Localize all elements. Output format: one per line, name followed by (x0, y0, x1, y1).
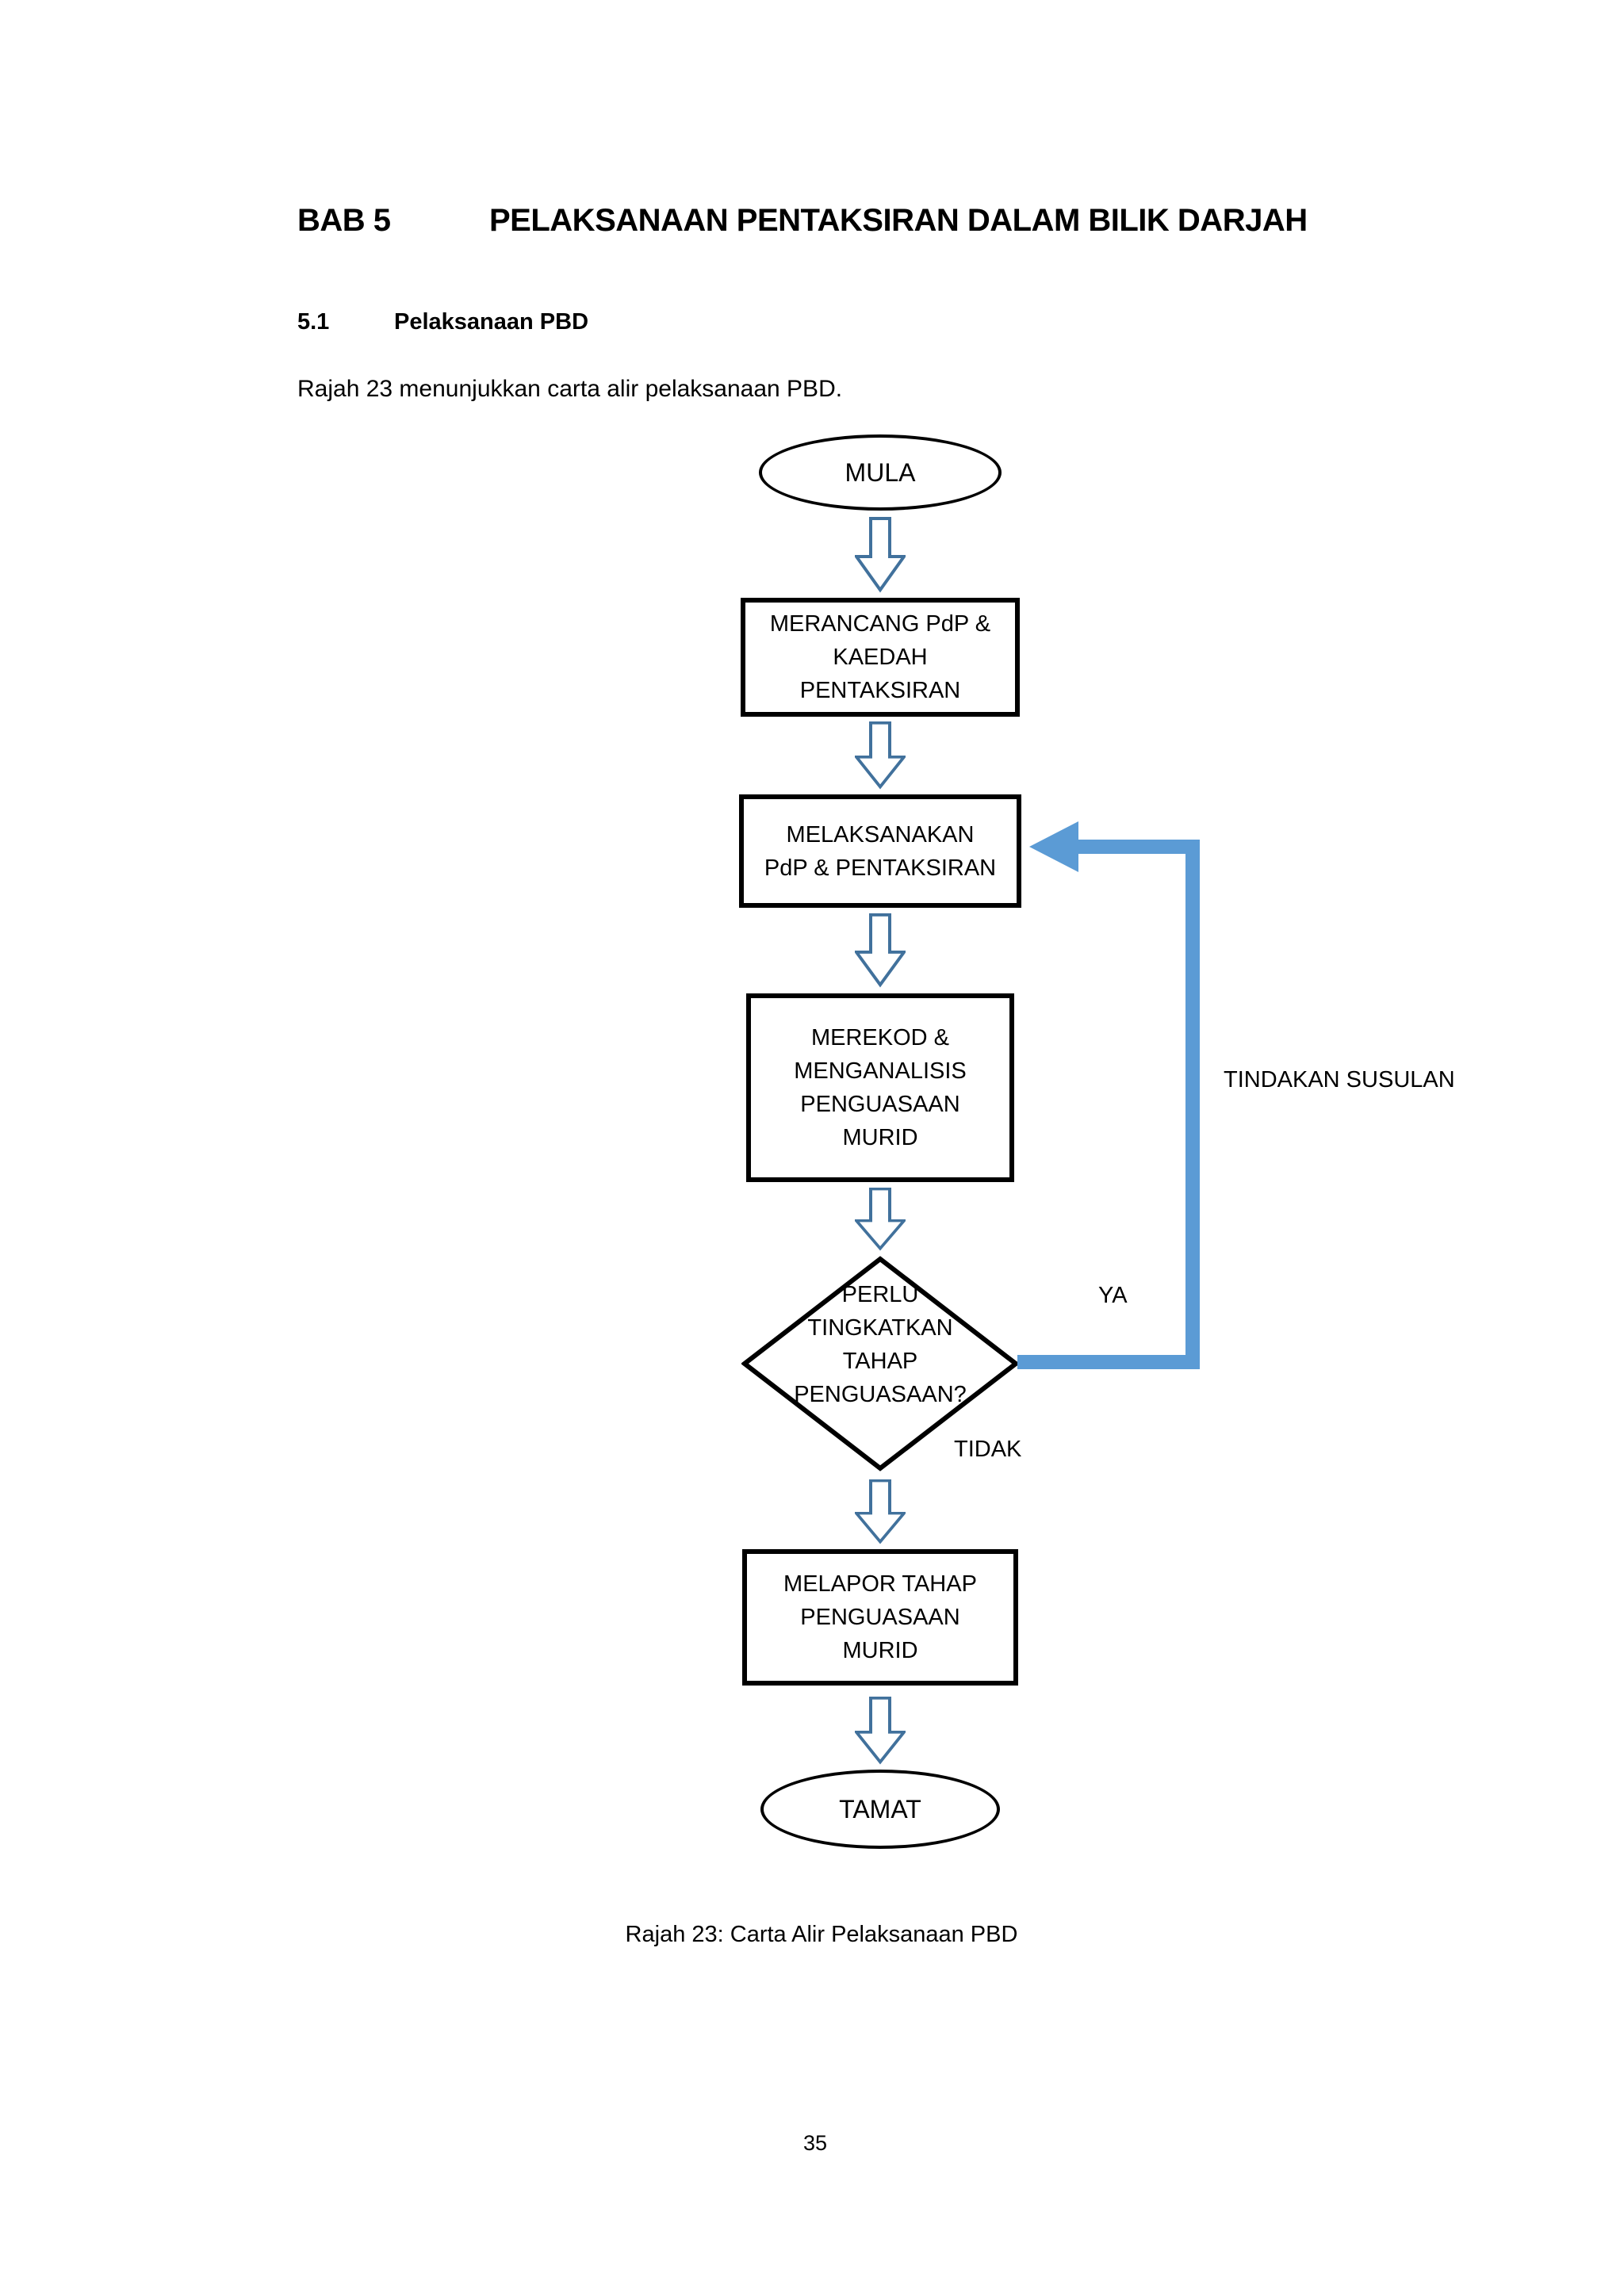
flow-arrow-down-icon (855, 1188, 906, 1251)
flow-arrow-down-icon (855, 721, 906, 790)
flow-arrow-shape (855, 1188, 906, 1251)
flow-arrow-shape (855, 517, 906, 593)
start-label: MULA (845, 457, 916, 487)
flowchart-start-terminator: MULA (759, 434, 1002, 511)
flow-arrow-shape (855, 913, 906, 988)
decision-text: PERLU TINGKATKAN TAHAP PENGUASAAN? (794, 1282, 967, 1407)
flow-arrow-shape (855, 721, 906, 790)
end-label: TAMAT (839, 1794, 921, 1823)
process-box-merekod: MEREKOD & MENGANALISIS PENGUASAAN MURID (746, 993, 1014, 1182)
page-number: 35 (802, 2131, 828, 2155)
intro-paragraph: Rajah 23 menunjukkan carta alir pelaksan… (297, 376, 843, 402)
flow-arrow-down-icon (855, 1479, 906, 1544)
flow-arrow-down-icon (855, 517, 906, 593)
chapter-number: BAB 5 (297, 203, 391, 238)
flowchart-end-terminator: TAMAT (760, 1770, 1000, 1849)
flow-arrow-shape (855, 1479, 906, 1544)
section-heading: 5.1 Pelaksanaan PBD (297, 309, 588, 335)
feedback-loop-arrow-icon (999, 801, 1253, 1380)
process-box-melapor: MELAPOR TAHAP PENGUASAAN MURID (742, 1549, 1018, 1686)
section-title: Pelaksanaan PBD (394, 309, 589, 335)
chapter-title: PELAKSANAAN PENTAKSIRAN DALAM BILIK DARJ… (489, 203, 1308, 238)
diamond-shape-icon (741, 1256, 1019, 1471)
decision-diamond (741, 1256, 1019, 1471)
figure-caption: Rajah 23: Carta Alir Pelaksanaan PBD (625, 1922, 1018, 1947)
flow-arrow-down-icon (855, 913, 906, 988)
yes-branch-label: YA (1098, 1283, 1128, 1308)
process-box-merancang: MERANCANG PdP & KAEDAH PENTAKSIRAN (741, 598, 1020, 717)
feedback-line (1017, 840, 1200, 1369)
flow-arrow-shape (855, 1697, 906, 1765)
diamond-outline (741, 1256, 1019, 1471)
no-branch-label: TIDAK (954, 1437, 1022, 1462)
feedback-arrowhead (1029, 821, 1078, 872)
process-box-melaksanakan: MELAKSANAKAN PdP & PENTAKSIRAN (739, 794, 1021, 908)
section-number: 5.1 (297, 309, 330, 335)
chapter-heading: BAB 5 PELAKSANAAN PENTAKSIRAN DALAM BILI… (297, 203, 1308, 239)
flow-arrow-down-icon (855, 1697, 906, 1765)
feedback-label: TINDAKAN SUSULAN (1224, 1067, 1455, 1093)
